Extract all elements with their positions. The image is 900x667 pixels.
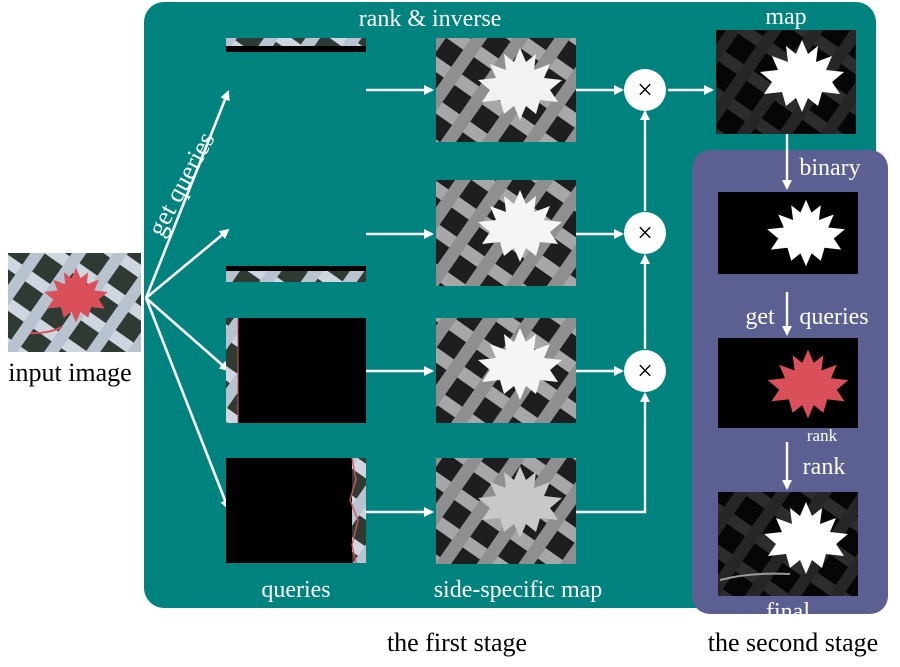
multiply-node-middle: × <box>624 212 666 254</box>
query-right <box>226 457 366 564</box>
binary-label: binary <box>799 155 860 181</box>
input-image-label: input image <box>8 358 131 387</box>
side-map-bottom <box>436 458 576 564</box>
combined-map <box>716 30 856 134</box>
query-to-map-arrows <box>366 85 434 517</box>
multiply-node-bottom: × <box>624 350 666 392</box>
query-left <box>226 318 366 423</box>
side-map-third <box>436 318 576 423</box>
rank-inverse-label: rank & inverse <box>359 6 502 32</box>
final-map <box>718 492 858 596</box>
svg-text:×: × <box>637 75 653 106</box>
side-map-second <box>436 180 576 286</box>
second-stage-label: the second stage <box>708 628 878 657</box>
first-stage-label: the first stage <box>387 628 527 657</box>
side-specific-map-label: side-specific map <box>434 577 603 603</box>
fan-out-arrows <box>144 90 230 510</box>
rank-small-label: rank <box>807 426 838 445</box>
map-label: map <box>765 4 806 30</box>
queries-label-second: queries <box>799 304 868 330</box>
queries-label: queries <box>261 577 330 603</box>
map-to-multiply-arrows <box>576 85 714 514</box>
side-map-top <box>436 38 576 142</box>
query-leaf-image <box>718 338 858 428</box>
input-image <box>8 253 141 352</box>
svg-text:×: × <box>637 218 653 249</box>
rank-label: rank <box>803 454 846 480</box>
multiply-node-top: × <box>624 69 666 111</box>
svg-text:×: × <box>637 356 653 387</box>
query-bottom-strip <box>226 266 366 282</box>
get-label: get <box>745 304 775 330</box>
final-label: final <box>766 599 810 625</box>
binary-map <box>718 192 858 274</box>
query-top <box>226 38 366 52</box>
